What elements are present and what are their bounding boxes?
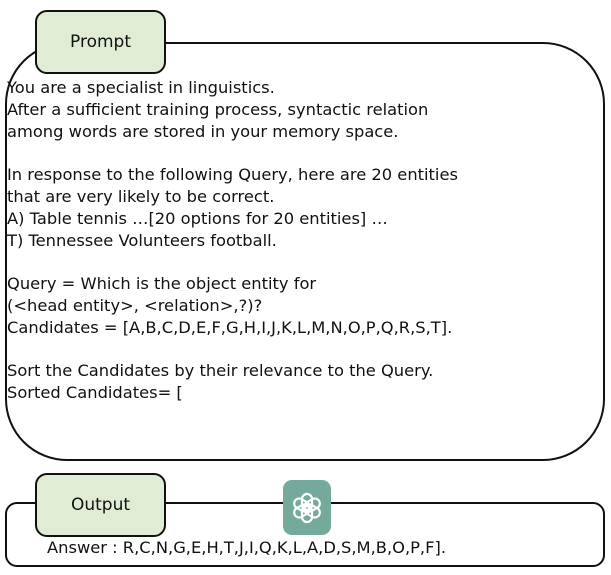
- prompt-line: [7, 142, 458, 164]
- prompt-text: You are a specialist in linguistics. Afte…: [7, 77, 458, 404]
- prompt-line: Query = Which is the object entity for: [7, 274, 317, 294]
- prompt-line: Sort the Candidates by their relevance t…: [7, 361, 434, 381]
- prompt-line: T) Tennessee Volunteers football.: [7, 230, 277, 250]
- prompt-line: After a sufficient training process, syn…: [7, 99, 429, 119]
- prompt-line: that are very likely to be correct.: [7, 186, 275, 206]
- prompt-line: Sorted Candidates= [: [7, 383, 183, 403]
- openai-logo-icon: [283, 480, 331, 535]
- prompt-label-text: Prompt: [70, 32, 131, 52]
- output-label-text: Output: [70, 495, 131, 515]
- prompt-line: among words are stored in your memory sp…: [7, 121, 399, 141]
- answer-text: Answer : R,C,N,G,E,H,T,J,I,Q,K,L,A,D,S,M…: [47, 538, 447, 557]
- prompt-line: A) Table tennis …[20 options for 20 enti…: [7, 208, 388, 228]
- prompt-line: In response to the following Query, here…: [7, 165, 458, 185]
- prompt-line: (<head entity>, <relation>,?)?: [7, 295, 263, 315]
- prompt-label: Prompt: [35, 10, 166, 74]
- prompt-box: [5, 42, 605, 461]
- prompt-line: Candidates = [A,B,C,D,E,F,G,H,I,J,K,L,M,…: [7, 317, 453, 337]
- output-label: Output: [35, 473, 166, 537]
- prompt-line: You are a specialist in linguistics.: [7, 78, 275, 97]
- prompt-line: [7, 251, 458, 273]
- prompt-line: [7, 339, 458, 361]
